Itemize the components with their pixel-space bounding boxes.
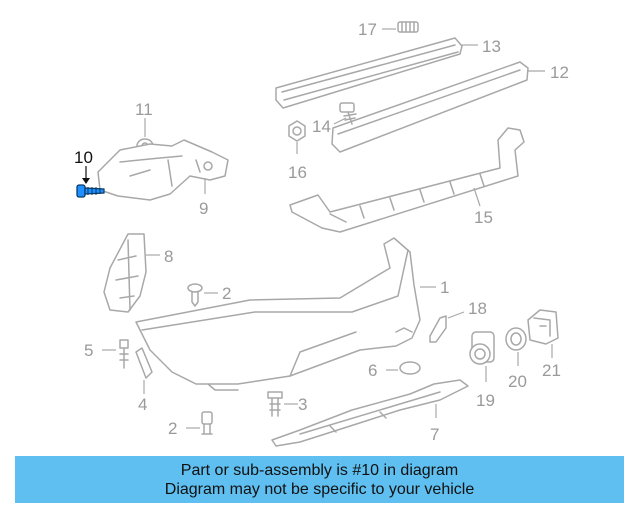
callout-10: 10 (74, 148, 93, 167)
callout-12: 12 (550, 63, 569, 82)
part-17-stud (382, 21, 419, 33)
banner-line-2: Diagram may not be specific to your vehi… (164, 480, 475, 498)
callout-18: 18 (468, 299, 487, 318)
callout-8: 8 (164, 247, 173, 266)
part-4-reflector (135, 347, 153, 394)
callout-13: 13 (482, 37, 501, 56)
part-12-absorber (331, 61, 545, 153)
part-18-trim (429, 311, 465, 343)
callout-11: 11 (135, 100, 153, 119)
part-1-bumper-cover (135, 237, 436, 391)
parts-diagram: 13 17 12 14 16 15 11 (74, 20, 569, 447)
callout-9: 9 (199, 199, 208, 218)
callout-5: 5 (84, 341, 93, 360)
part-3-bolt (267, 391, 298, 417)
part-14-bolt (333, 102, 357, 125)
part-10-screw (76, 166, 105, 198)
callout-20: 20 (508, 372, 527, 391)
callout-1: 1 (440, 278, 449, 297)
callout-19: 19 (476, 391, 495, 410)
callout-14: 14 (312, 117, 331, 136)
callout-2a: 2 (222, 284, 231, 303)
callout-4: 4 (138, 395, 147, 414)
callout-6: 6 (368, 361, 377, 380)
info-banner: Part or sub-assembly is #10 in diagram D… (15, 456, 624, 503)
callout-2b: 2 (168, 419, 177, 438)
part-13-impact-bar (275, 37, 478, 109)
callout-15: 15 (474, 208, 493, 227)
part-21-housing (527, 309, 559, 358)
part-2-clip-lower (186, 411, 213, 435)
part-20-ring (505, 327, 527, 366)
part-16-nut (288, 120, 306, 154)
part-5-stud (102, 339, 129, 369)
callout-17: 17 (358, 20, 377, 39)
part-8-guide (103, 233, 160, 313)
callout-16: 16 (288, 163, 307, 182)
part-2-clip-upper (187, 283, 218, 307)
part-19-sensor (469, 331, 495, 382)
callout-3: 3 (298, 395, 307, 414)
part-15-reinforcement (289, 127, 525, 233)
part-9-bracket (97, 139, 229, 201)
banner-line-1: Part or sub-assembly is #10 in diagram (180, 461, 459, 479)
part-6-cover (386, 361, 421, 375)
part-7-valance (271, 379, 469, 447)
callout-7: 7 (430, 425, 439, 444)
callout-21: 21 (542, 361, 561, 380)
